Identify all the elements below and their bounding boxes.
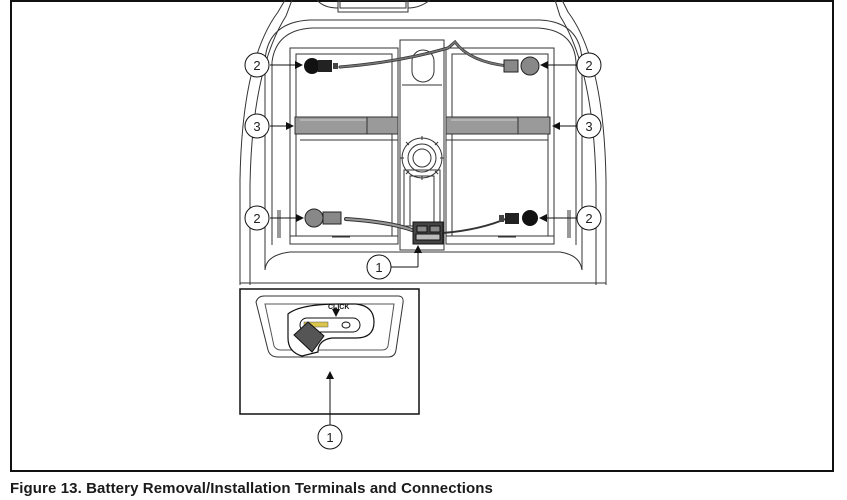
svg-text:2: 2 xyxy=(253,211,260,226)
detail-click-label: CLICK xyxy=(328,304,349,311)
callout-3-right: 3 xyxy=(576,113,602,139)
svg-text:1: 1 xyxy=(326,430,333,445)
machine-body xyxy=(239,0,607,285)
battery-cables xyxy=(338,39,510,234)
callout-2-top-right: 2 xyxy=(576,52,602,78)
callout-1-detail: 1 xyxy=(317,424,343,450)
svg-text:3: 3 xyxy=(585,119,592,134)
callout-2-top-left: 2 xyxy=(244,52,270,78)
svg-text:2: 2 xyxy=(585,58,592,73)
left-battery xyxy=(289,47,399,245)
right-battery xyxy=(445,47,555,245)
side-rails xyxy=(277,210,571,238)
callout-1-connector: 1 xyxy=(366,254,392,280)
svg-text:2: 2 xyxy=(253,58,260,73)
terminal-bottom-left xyxy=(304,208,342,228)
callout-2-bottom-right: 2 xyxy=(576,205,602,231)
svg-text:2: 2 xyxy=(585,211,592,226)
center-channel xyxy=(399,39,445,251)
terminal-top-right xyxy=(503,56,540,76)
hold-down-straps xyxy=(294,116,551,135)
terminal-bottom-right xyxy=(499,210,538,226)
figure-caption: Figure 13. Battery Removal/Installation … xyxy=(10,480,493,497)
svg-text:3: 3 xyxy=(253,119,260,134)
callout-2-bottom-left: 2 xyxy=(244,205,270,231)
leader-lines xyxy=(270,61,577,425)
gear-icon xyxy=(400,136,444,180)
svg-text:1: 1 xyxy=(375,260,382,275)
terminal-top-left xyxy=(304,58,338,74)
battery-diagram: CLICK 2 3 2 2 3 2 1 1 xyxy=(239,0,607,450)
callout-3-left: 3 xyxy=(244,113,270,139)
battery-connector xyxy=(412,221,444,245)
